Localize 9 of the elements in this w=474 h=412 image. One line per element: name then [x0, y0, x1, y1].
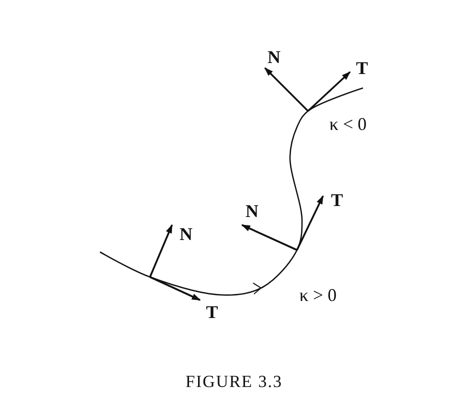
vector-label: N: [180, 225, 192, 243]
figure-caption: FIGURE 3.3: [186, 372, 282, 392]
curvature-label: κ < 0: [329, 115, 367, 133]
vector-label: T: [206, 303, 218, 321]
vector-label: T: [331, 191, 343, 209]
vector-label: N: [268, 48, 280, 66]
vector-label: T: [356, 59, 368, 77]
vector-label: N: [246, 202, 258, 220]
curvature-label: κ > 0: [299, 286, 337, 304]
